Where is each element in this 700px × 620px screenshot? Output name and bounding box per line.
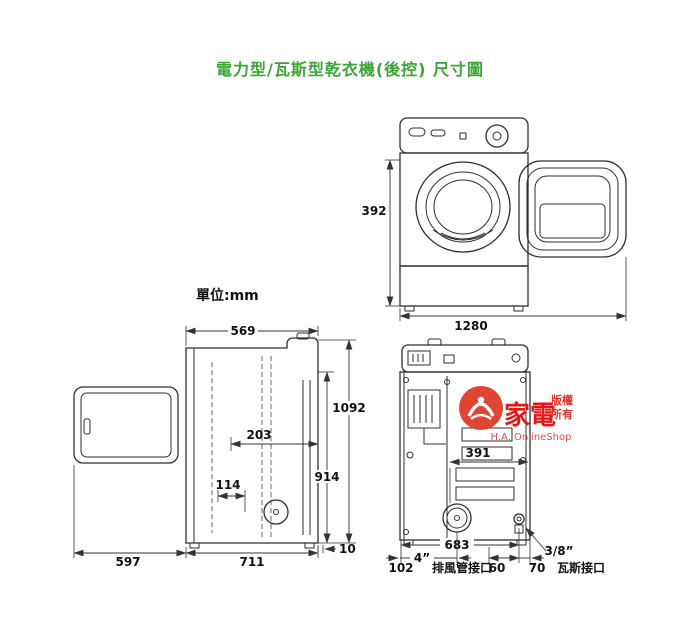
back-view: 391 683 4” 3/8” 102 排風管 [386,338,605,575]
gas-size-label: 3/8” [545,544,574,558]
side-view: 單位:mm 569 [73,287,367,569]
door-grille [539,203,606,239]
dim-back-391: 391 [465,446,490,460]
lint-screen [432,229,494,241]
kick-panel [399,265,529,307]
dim-back-102: 102 [388,561,413,575]
gas-connection-port [513,513,525,525]
door-handle [83,418,91,435]
exhaust-size-label: 4” [414,551,430,565]
vent-grille [455,486,515,501]
dim-back-60: 60 [489,561,506,575]
vent-grille [455,467,515,482]
dim-side-rear-gap: 10 [339,542,356,556]
timer-knob [485,124,509,148]
brand-logo-icon [459,386,503,430]
front-cabinet [399,152,529,267]
door-opening [415,161,511,253]
side-cabinet [185,337,319,544]
gas-name-label: 瓦斯接口 [557,560,605,575]
dim-side-door-depth: 597 [115,555,140,569]
dim-back-70: 70 [529,561,546,575]
dim-side-body-height: 914 [314,470,339,484]
open-door-side [73,386,179,464]
brand-subtext: H.A. OnlineShop [491,432,572,443]
dim-side-203: 203 [246,428,271,442]
dim-side-114: 114 [215,478,240,492]
dim-front-height: 392 [361,204,386,218]
open-door-front [518,160,627,258]
back-console [401,344,529,373]
dim-side-top-depth: 569 [230,324,255,338]
dim-front-width-open: 1280 [454,319,487,333]
terminal-access-panel [407,389,441,429]
unit-label: 單位:mm [196,287,259,304]
page-title: 電力型/瓦斯型乾衣機(後控) 尺寸圖 [215,60,485,79]
copyright-text-2: 所有 [551,407,573,421]
front-view: 392 1280 [361,117,627,333]
brand-name: 家電 [504,400,556,431]
dim-side-body-depth: 711 [239,555,264,569]
watermark: 家電 版權 所有 H.A. OnlineShop [459,386,573,443]
exhaust-name-label: 排風管接口 [432,560,492,575]
copyright-text-1: 版權 [551,393,573,407]
dim-side-total-height: 1092 [332,401,365,415]
side-inlet-port [263,499,289,525]
